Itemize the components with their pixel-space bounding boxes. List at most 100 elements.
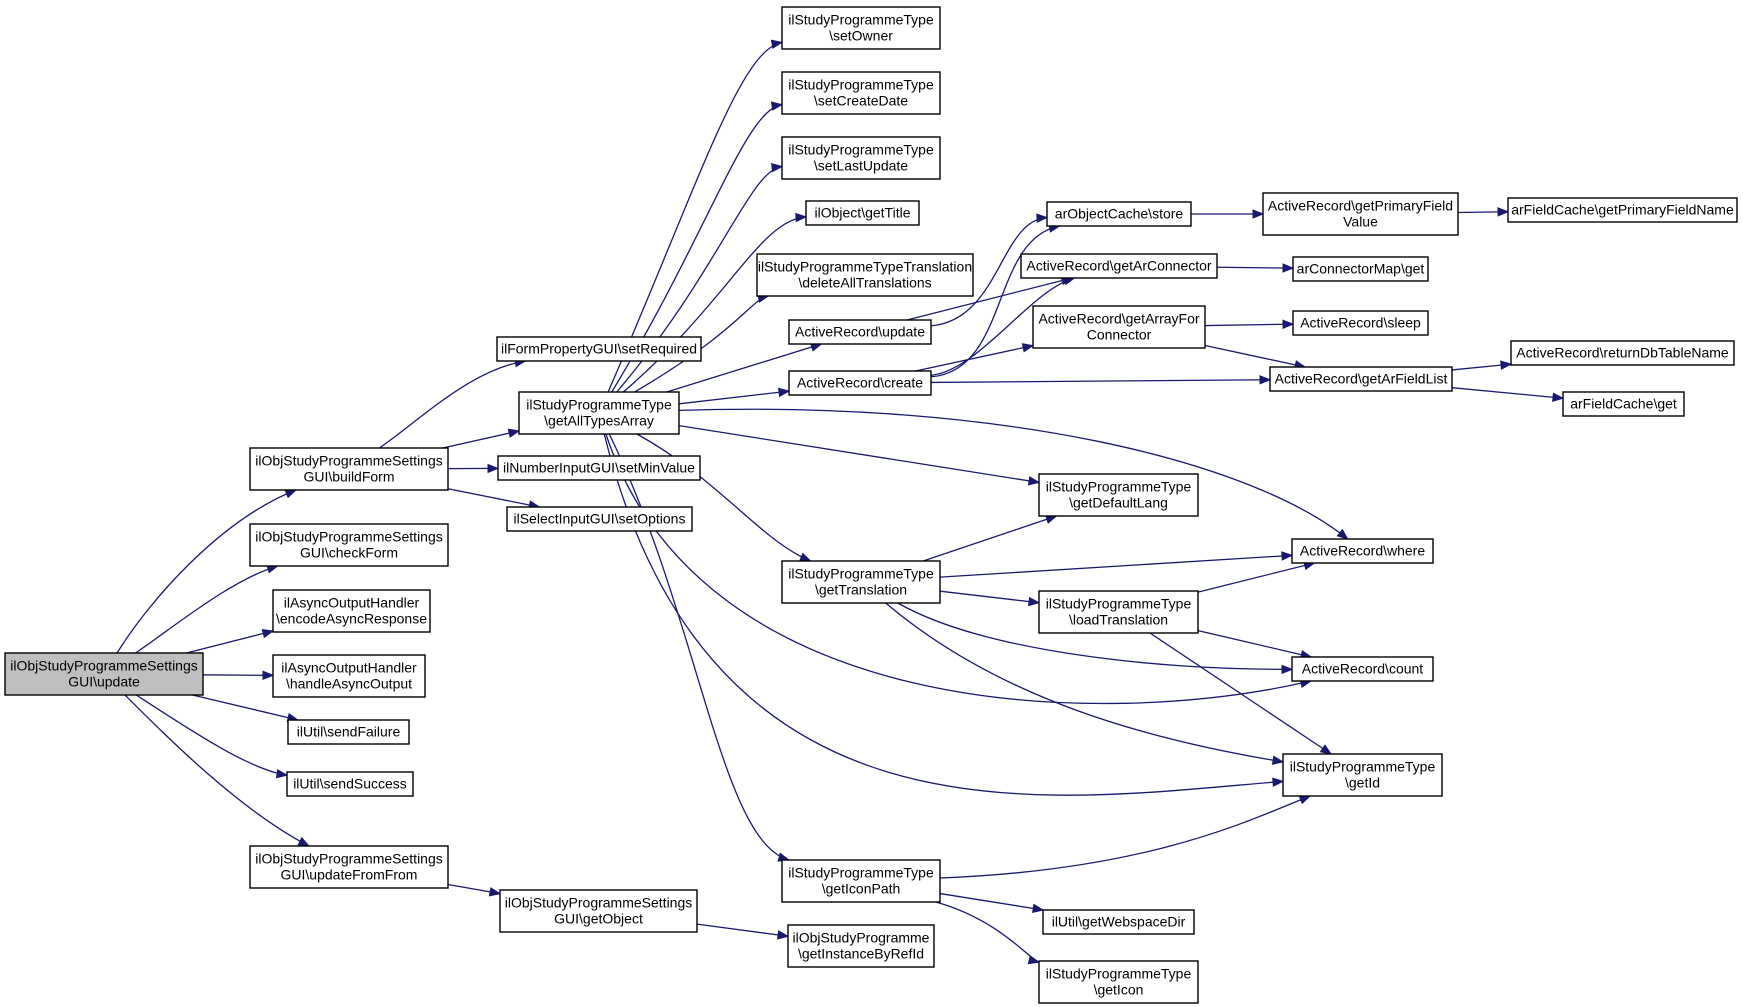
node-label: ilObjStudyProgramme <box>793 930 930 946</box>
node-getIcon[interactable]: ilStudyProgrammeType\getIcon <box>1038 960 1199 1004</box>
node-updateFromFrom[interactable]: ilObjStudyProgrammeSettingsGUI\updateFro… <box>249 845 449 889</box>
node-returnDbTableName[interactable]: ActiveRecord\returnDbTableName <box>1510 340 1735 366</box>
node-box[interactable] <box>1042 909 1195 935</box>
node-label: ilAsyncOutputHandler <box>284 595 420 611</box>
node-cacheStore[interactable]: arObjectCache\store <box>1046 201 1192 227</box>
node-label: \loadTranslation <box>1069 612 1168 628</box>
node-box[interactable] <box>788 370 932 396</box>
node-box[interactable] <box>805 200 920 226</box>
node-box[interactable] <box>781 71 941 115</box>
node-box[interactable] <box>518 391 680 435</box>
node-box[interactable] <box>787 924 935 968</box>
node-box[interactable] <box>287 719 410 745</box>
edge-root-to-updateFromFrom <box>124 694 311 847</box>
node-box[interactable] <box>506 506 693 532</box>
node-getPrimaryFieldName[interactable]: arFieldCache\getPrimaryFieldName <box>1507 197 1738 223</box>
node-box[interactable] <box>497 455 701 481</box>
node-loadTranslation[interactable]: ilStudyProgrammeType\loadTranslation <box>1038 590 1199 634</box>
node-box[interactable] <box>496 336 702 362</box>
node-label: \getIconPath <box>822 881 901 897</box>
node-getInstanceByRefId[interactable]: ilObjStudyProgramme\getInstanceByRefId <box>787 924 935 968</box>
node-arCreate[interactable]: ActiveRecord\create <box>788 370 932 396</box>
node-setOptions[interactable]: ilSelectInputGUI\setOptions <box>506 506 693 532</box>
node-getIconPath[interactable]: ilStudyProgrammeType\getIconPath <box>781 859 941 903</box>
node-box[interactable] <box>1038 473 1199 517</box>
edge-line <box>939 892 1044 911</box>
node-box[interactable] <box>1269 366 1453 392</box>
node-box[interactable] <box>1291 656 1434 682</box>
node-setMinValue[interactable]: ilNumberInputGUI\setMinValue <box>497 455 701 481</box>
node-label: \getDefaultLang <box>1069 495 1168 511</box>
node-sendFailure[interactable]: ilUtil\sendFailure <box>287 719 410 745</box>
node-label: ilStudyProgrammeType <box>1290 759 1436 775</box>
node-setRequired[interactable]: ilFormPropertyGUI\setRequired <box>496 336 702 362</box>
node-arWhere[interactable]: ActiveRecord\where <box>1291 538 1434 564</box>
node-sendSuccess[interactable]: ilUtil\sendSuccess <box>286 771 414 797</box>
node-box[interactable] <box>1038 960 1199 1004</box>
node-box[interactable] <box>1046 201 1192 227</box>
node-box[interactable] <box>1562 391 1685 417</box>
node-box[interactable] <box>1292 256 1429 282</box>
edge-getAllTypesArray-to-setOwner <box>607 39 784 393</box>
edge-root-to-checkForm <box>135 564 279 654</box>
node-arSleep[interactable]: ActiveRecord\sleep <box>1292 310 1429 336</box>
node-getArConnector[interactable]: ActiveRecord\getArConnector <box>1020 253 1218 279</box>
node-box[interactable] <box>249 523 449 567</box>
node-arCount[interactable]: ActiveRecord\count <box>1291 656 1434 682</box>
edge-root-to-encodeAsync <box>186 628 275 654</box>
node-connectorMapGet[interactable]: arConnectorMap\get <box>1292 256 1429 282</box>
node-box[interactable] <box>1291 538 1434 564</box>
node-getTitle[interactable]: ilObject\getTitle <box>805 200 920 226</box>
node-box[interactable] <box>249 845 449 889</box>
node-getArFieldList[interactable]: ActiveRecord\getArFieldList <box>1269 366 1453 392</box>
node-box[interactable] <box>781 859 941 903</box>
node-box[interactable] <box>1510 340 1735 366</box>
node-box[interactable] <box>788 319 932 345</box>
node-getId[interactable]: ilStudyProgrammeType\getId <box>1282 753 1443 797</box>
arrowhead <box>1271 755 1285 765</box>
edge-line <box>939 590 1040 604</box>
node-setOwner[interactable]: ilStudyProgrammeType\setOwner <box>781 6 941 50</box>
node-box[interactable] <box>781 6 941 50</box>
node-box[interactable] <box>286 771 414 797</box>
edge-updateFromFrom-to-getObject <box>447 883 502 897</box>
node-box[interactable] <box>781 136 941 180</box>
node-encodeAsync[interactable]: ilAsyncOutputHandler\encodeAsyncResponse <box>272 589 431 633</box>
node-box[interactable] <box>1507 197 1738 223</box>
node-box[interactable] <box>756 253 974 297</box>
edge-getTranslation-to-arCount <box>897 602 1294 675</box>
node-arUpdate[interactable]: ActiveRecord\update <box>788 319 932 345</box>
node-box[interactable] <box>499 889 698 933</box>
node-box[interactable] <box>1262 192 1459 236</box>
node-box[interactable] <box>781 560 941 604</box>
node-handleAsync[interactable]: ilAsyncOutputHandler\handleAsyncOutput <box>272 654 426 698</box>
node-box[interactable] <box>1292 310 1429 336</box>
edge-root-to-handleAsync <box>202 670 275 681</box>
node-label: ilStudyProgrammeType <box>526 397 672 413</box>
node-getAllTypesArray[interactable]: ilStudyProgrammeType\getAllTypesArray <box>518 391 680 435</box>
node-box[interactable] <box>272 589 431 633</box>
node-getDefaultLang[interactable]: ilStudyProgrammeType\getDefaultLang <box>1038 473 1199 517</box>
node-box[interactable] <box>4 652 204 696</box>
node-setCreateDate[interactable]: ilStudyProgrammeType\setCreateDate <box>781 71 941 115</box>
node-getWebspaceDir[interactable]: ilUtil\getWebspaceDir <box>1042 909 1195 935</box>
node-box[interactable] <box>1020 253 1218 279</box>
node-label: ActiveRecord\getArFieldList <box>1275 371 1448 387</box>
node-box[interactable] <box>249 447 449 491</box>
node-box[interactable] <box>1282 753 1443 797</box>
node-deleteAllTranslations[interactable]: ilStudyProgrammeTypeTranslation\deleteAl… <box>756 253 974 297</box>
node-box[interactable] <box>1038 590 1199 634</box>
node-setLastUpdate[interactable]: ilStudyProgrammeType\setLastUpdate <box>781 136 941 180</box>
node-getTranslation[interactable]: ilStudyProgrammeType\getTranslation <box>781 560 941 604</box>
node-fieldCacheGet[interactable]: arFieldCache\get <box>1562 391 1685 417</box>
arrowhead <box>261 628 275 639</box>
node-box[interactable] <box>272 654 426 698</box>
node-box[interactable] <box>1032 305 1206 349</box>
